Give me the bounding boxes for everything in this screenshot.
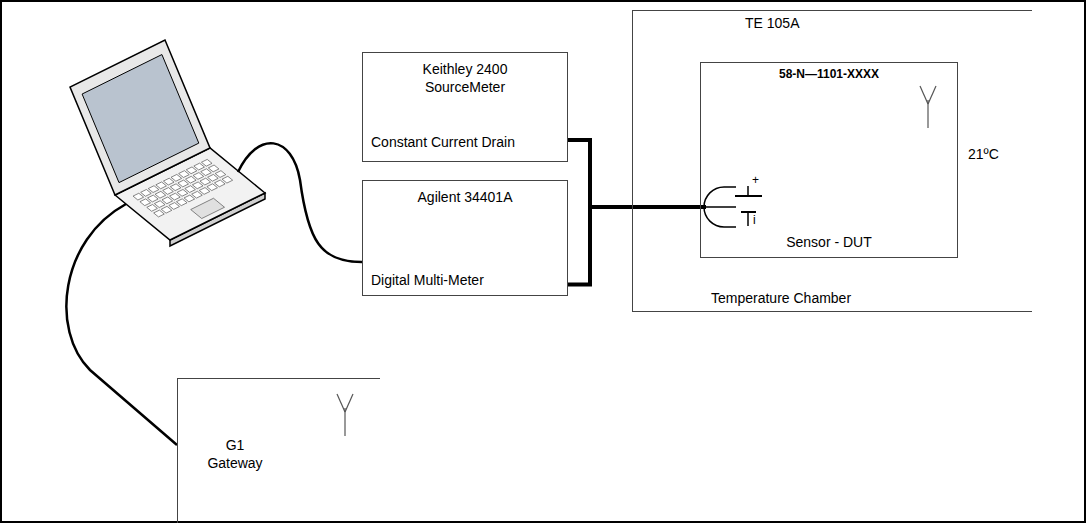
box-title: TE 105A — [745, 15, 799, 33]
box-subtitle: Temperature Chamber — [711, 290, 851, 308]
instrument-box: Keithley 2400 SourceMeterConstant Curren… — [362, 52, 568, 162]
box-title: G1 Gateway — [200, 437, 270, 472]
label-anchor: i — [753, 213, 756, 228]
temperature-label: 21ºC — [968, 146, 999, 164]
gateway-box: G1 Gateway — [177, 378, 380, 523]
laptop-illustration — [70, 40, 265, 246]
sensor-box: 58-N—1101-XXXX Sensor - DUT — [700, 62, 958, 258]
antenna-symbol — [337, 394, 353, 436]
polarity-mark: i — [753, 213, 756, 228]
instrument-box: Agilent 34401A Digital Multi-Meter — [362, 180, 568, 296]
label-anchor: + — [752, 173, 759, 188]
usb-cable — [238, 143, 362, 262]
label-anchor: 21ºC — [968, 146, 999, 164]
box-title: Agilent 34401A — [418, 189, 513, 207]
antenna-symbol — [920, 86, 936, 128]
cable-connector — [568, 207, 700, 284]
cable-connector — [568, 140, 700, 207]
usb-cable — [66, 204, 177, 445]
box-title: Keithley 2400 SourceMeter — [405, 61, 525, 96]
box-subtitle: Constant Current Drain — [371, 134, 515, 152]
sensor-battery-symbol — [700, 186, 762, 227]
box-subtitle: Digital Multi-Meter — [371, 272, 484, 290]
box-subtitle: Sensor - DUT — [786, 234, 872, 252]
box-title: 58-N—1101-XXXX — [779, 67, 879, 82]
polarity-mark: + — [752, 173, 759, 188]
